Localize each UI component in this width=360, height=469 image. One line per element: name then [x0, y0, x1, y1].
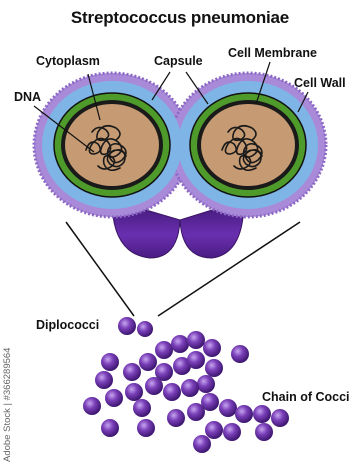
coccus: [101, 419, 119, 437]
coccus: [101, 353, 119, 371]
coccus: [235, 405, 253, 423]
coccus: [203, 339, 221, 357]
coccus: [123, 363, 141, 381]
label-diplococci: Diplococci: [36, 318, 99, 332]
coccus: [155, 341, 173, 359]
coccus: [125, 383, 143, 401]
coccus: [95, 371, 113, 389]
coccus: [253, 405, 271, 423]
label-cytoplasm: Cytoplasm: [36, 54, 100, 68]
coccus: [187, 403, 205, 421]
coccus: [231, 345, 249, 363]
coccus: [205, 421, 223, 439]
diplococci-cells: [118, 317, 153, 337]
coccus: [139, 353, 157, 371]
label-cell-wall: Cell Wall: [294, 76, 346, 90]
coccus: [197, 375, 215, 393]
coccus: [137, 321, 153, 337]
coccus: [171, 335, 189, 353]
coccus: [271, 409, 289, 427]
coccus: [255, 423, 273, 441]
coccus: [133, 399, 151, 417]
coccus: [167, 409, 185, 427]
coccus: [181, 379, 199, 397]
coccus: [223, 423, 241, 441]
label-dna: DNA: [14, 90, 41, 104]
coccus: [193, 435, 211, 453]
coccus: [187, 351, 205, 369]
coccus: [118, 317, 136, 335]
coccus: [219, 399, 237, 417]
coccus: [187, 331, 205, 349]
chain-of-cocci: [83, 331, 289, 453]
coccus: [145, 377, 163, 395]
coccus: [137, 419, 155, 437]
coccus: [205, 359, 223, 377]
stock-id-watermark: Adobe Stock | #366289564: [2, 348, 13, 462]
label-cell-membrane: Cell Membrane: [228, 46, 317, 60]
coccus: [83, 397, 101, 415]
coccus: [163, 383, 181, 401]
diagram-title: Streptococcus pneumoniae: [0, 8, 360, 28]
label-chain-of-cocci: Chain of Cocci: [262, 390, 350, 404]
label-capsule: Capsule: [154, 54, 203, 68]
coccus: [105, 389, 123, 407]
